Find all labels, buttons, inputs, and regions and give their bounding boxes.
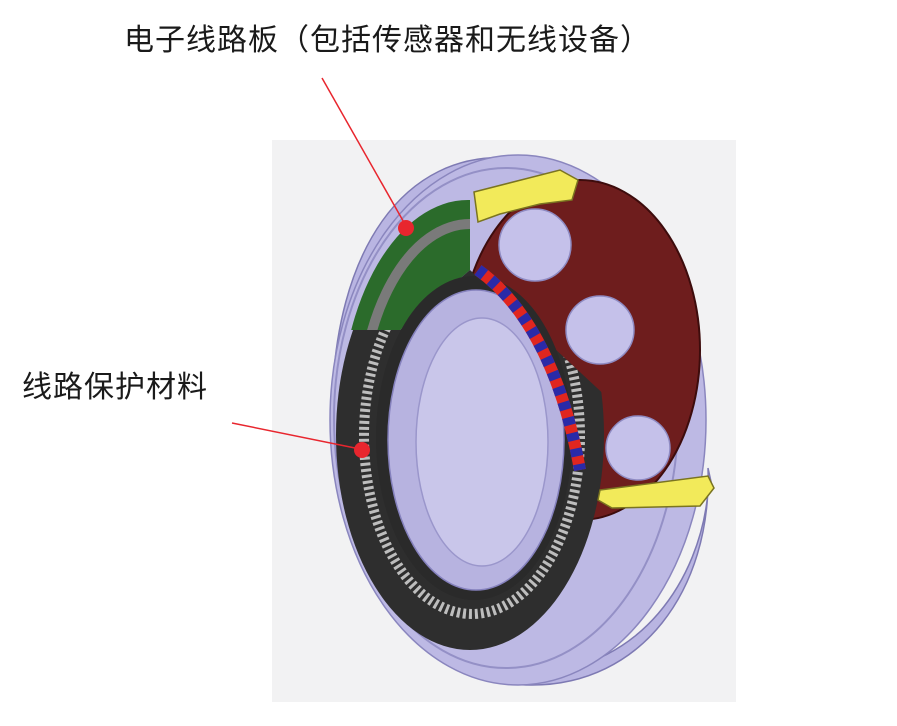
ball (565, 295, 635, 365)
ball (498, 208, 572, 282)
protective-material-label: 线路保护材料 (22, 370, 208, 405)
callout-line-protective-material (231, 422, 361, 450)
callout-dot-circuit-board (398, 220, 414, 236)
circuit-board-label: 电子线路板（包括传感器和无线设备） (124, 23, 651, 58)
seal-top (473, 169, 579, 224)
bore (415, 317, 549, 567)
circuit-board (340, 200, 470, 330)
ball (605, 415, 671, 481)
callout-dot-protective-material (354, 442, 370, 458)
callout-line-circuit-board (321, 77, 407, 227)
seal-bottom (597, 475, 715, 509)
